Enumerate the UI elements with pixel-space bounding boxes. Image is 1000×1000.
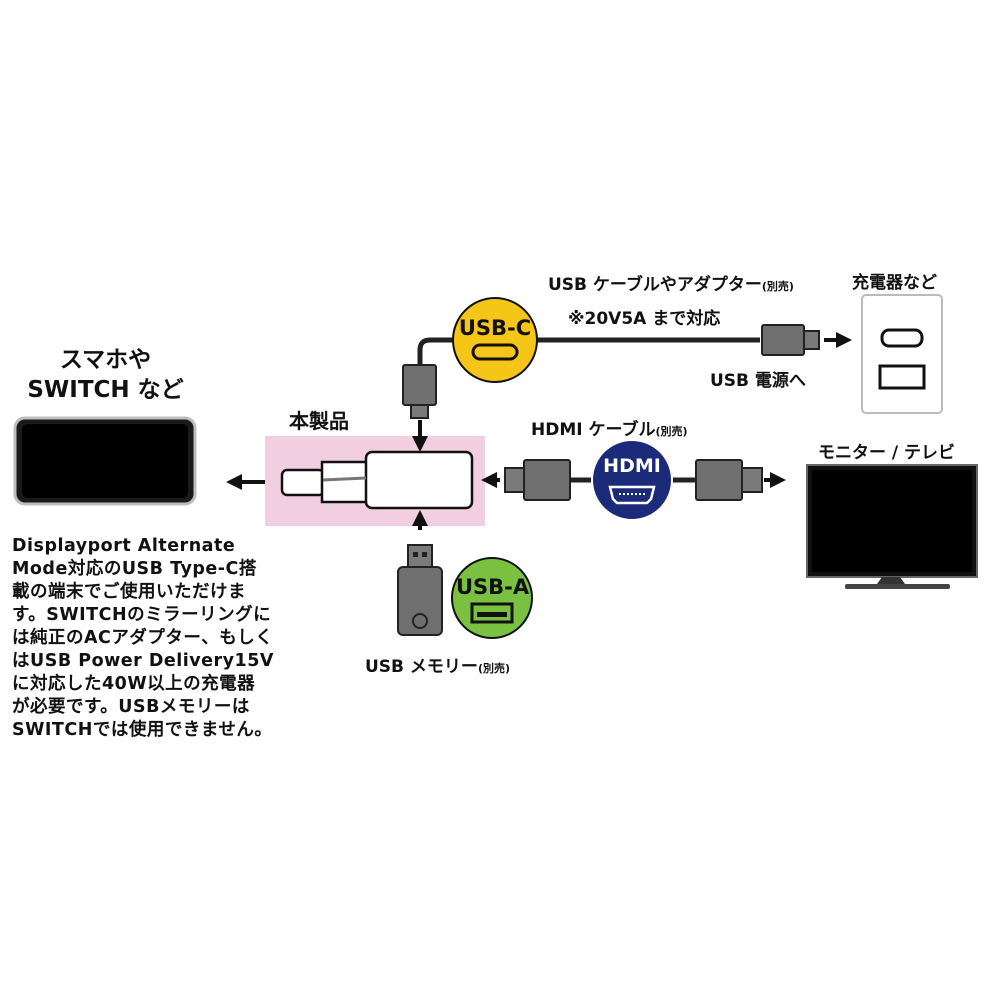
usb-power-label: USB 電源へ — [710, 371, 806, 391]
hdmi-badge-label: HDMI — [603, 455, 661, 477]
smartphone-icon — [13, 416, 197, 506]
usb-c-badge — [452, 297, 538, 383]
usb-cable-note: ※20V5A まで対応 — [568, 309, 721, 329]
arrow-to-phone — [226, 474, 268, 490]
hdmi-cable-label-text: HDMI ケーブル — [531, 420, 656, 440]
device-label-line1: スマホや — [59, 347, 152, 373]
usb-memory-label-suffix: (別売) — [477, 662, 510, 675]
usb-a-badge — [451, 557, 533, 639]
usb-c-badge-label: USB-C — [458, 316, 532, 340]
compatibility-note: Displayport Alternate Mode対応のUSB Type-C搭… — [12, 536, 274, 740]
product-label: 本製品 — [289, 409, 349, 433]
usb-cable-label-suffix: (別売) — [761, 280, 794, 293]
usb-memory-label: USB メモリー(別売) — [365, 652, 510, 677]
monitor-icon — [806, 464, 978, 589]
product-adapter — [280, 450, 474, 510]
device-label-line2: SWITCH など — [27, 377, 184, 403]
usb-cable-label-text: USB ケーブルやアダプター — [548, 275, 762, 295]
monitor-label: モニター / テレビ — [818, 443, 956, 463]
usb-memory-icon — [397, 510, 443, 636]
usb-c-cable — [402, 324, 852, 452]
charger-icon — [861, 294, 943, 414]
usb-memory-label-text: USB メモリー — [365, 657, 478, 677]
hdmi-cable-label-suffix: (別売) — [655, 425, 688, 438]
device-label: スマホや SWITCH など — [18, 345, 193, 405]
hdmi-cable-label: HDMI ケーブル(別売) — [531, 415, 688, 440]
usb-a-badge-label: USB-A — [456, 575, 530, 599]
charger-label: 充電器など — [852, 273, 937, 293]
hdmi-badge — [591, 439, 673, 521]
usb-cable-label: USB ケーブルやアダプター(別売) — [548, 270, 794, 295]
